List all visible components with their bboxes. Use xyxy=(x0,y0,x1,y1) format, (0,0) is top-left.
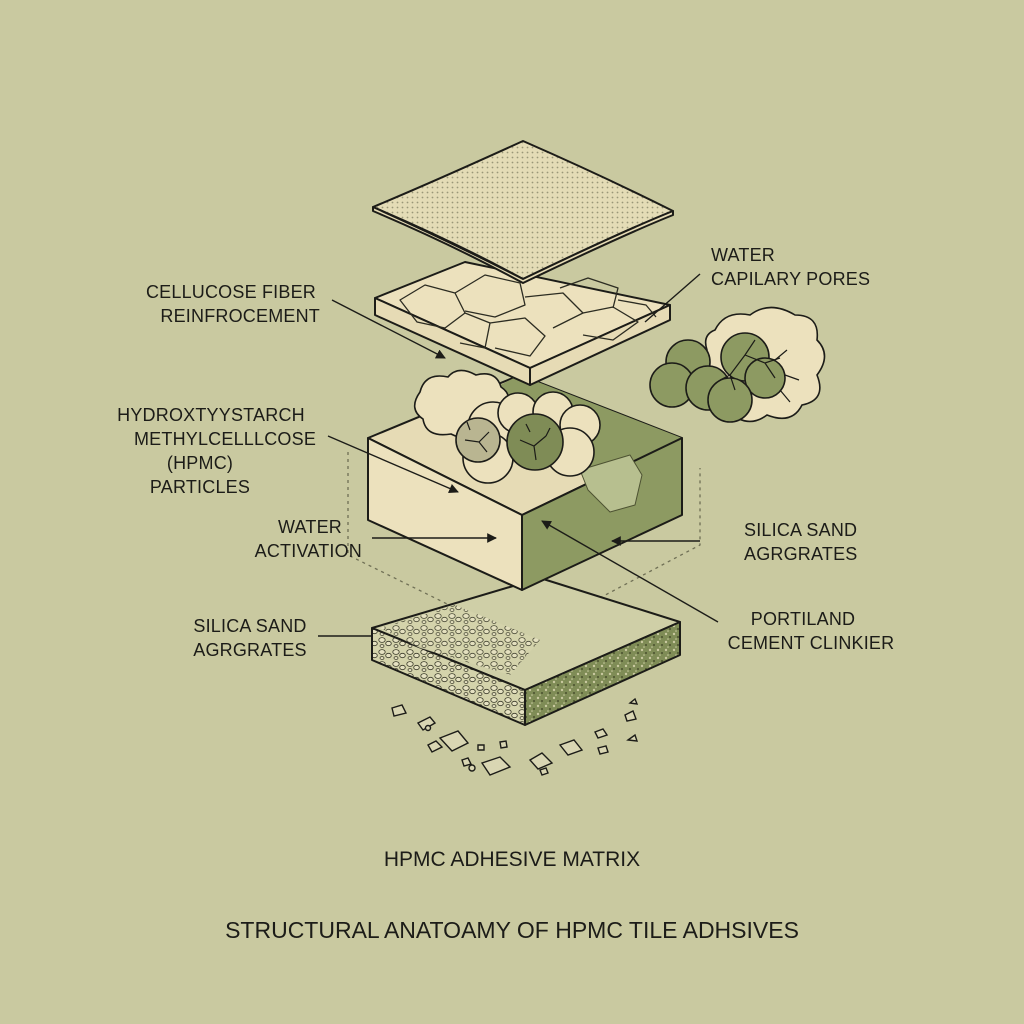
label-line: CAPILARY PORES xyxy=(711,269,871,289)
label-line: WATER xyxy=(278,517,342,537)
label-water-activation: WATER ACTIVATION xyxy=(200,515,362,563)
label-line: CEMENT CLINKIER xyxy=(727,633,895,653)
label-line: PORTILAND xyxy=(750,609,856,629)
label-line: AGRGRATES xyxy=(744,544,858,564)
label-line: CELLUCOSE FIBER xyxy=(145,282,316,302)
label-cellulose-fiber-reinforcement: CELLUCOSE FIBER REINFROCEMENT xyxy=(120,280,320,328)
label-line: HYDROXTYYSTARCH xyxy=(117,405,305,425)
label-hpmc-particles: HYDROXTYYSTARCH METHYLCELLLCOSE (HPMC) P… xyxy=(110,403,340,499)
hpmc-particle-cluster xyxy=(413,369,601,484)
label-portland-cement-clinker: PORTILAND CEMENT CLINKIER xyxy=(718,607,904,655)
cellulose-fiber-slab xyxy=(374,261,671,386)
loose-aggregate-fragments xyxy=(391,697,639,776)
water-capillary-pores-cluster xyxy=(649,306,826,423)
label-line: METHYLCELLLCOSE xyxy=(133,429,317,449)
label-line: (HPMC) xyxy=(166,453,234,473)
diagram-title: STRUCTURAL ANATOAMY OF HPMC TILE ADHSIVE… xyxy=(225,917,799,943)
label-line: WATER xyxy=(711,245,775,265)
diagram-subtitle: HPMC ADHESIVE MATRIX xyxy=(383,848,641,871)
label-silica-sand-right: SILICA SAND AGRGRATES xyxy=(744,518,857,566)
label-line: ACTIVATION xyxy=(254,541,362,561)
label-silica-sand-left: SILICA SAND AGRGRATES xyxy=(180,614,320,662)
label-water-capillary-pores: WATER CAPILARY PORES xyxy=(711,243,870,291)
silica-sand-slab xyxy=(371,577,681,726)
label-line: SILICA SAND xyxy=(193,616,307,636)
leader-lines xyxy=(318,273,719,637)
label-line: AGRGRATES xyxy=(193,640,307,660)
label-line: SILICA SAND xyxy=(744,520,858,540)
label-line: REINFROCEMENT xyxy=(160,306,320,326)
label-line: PARTICLES xyxy=(149,477,251,497)
dotted-mesh-sheet xyxy=(372,140,674,284)
